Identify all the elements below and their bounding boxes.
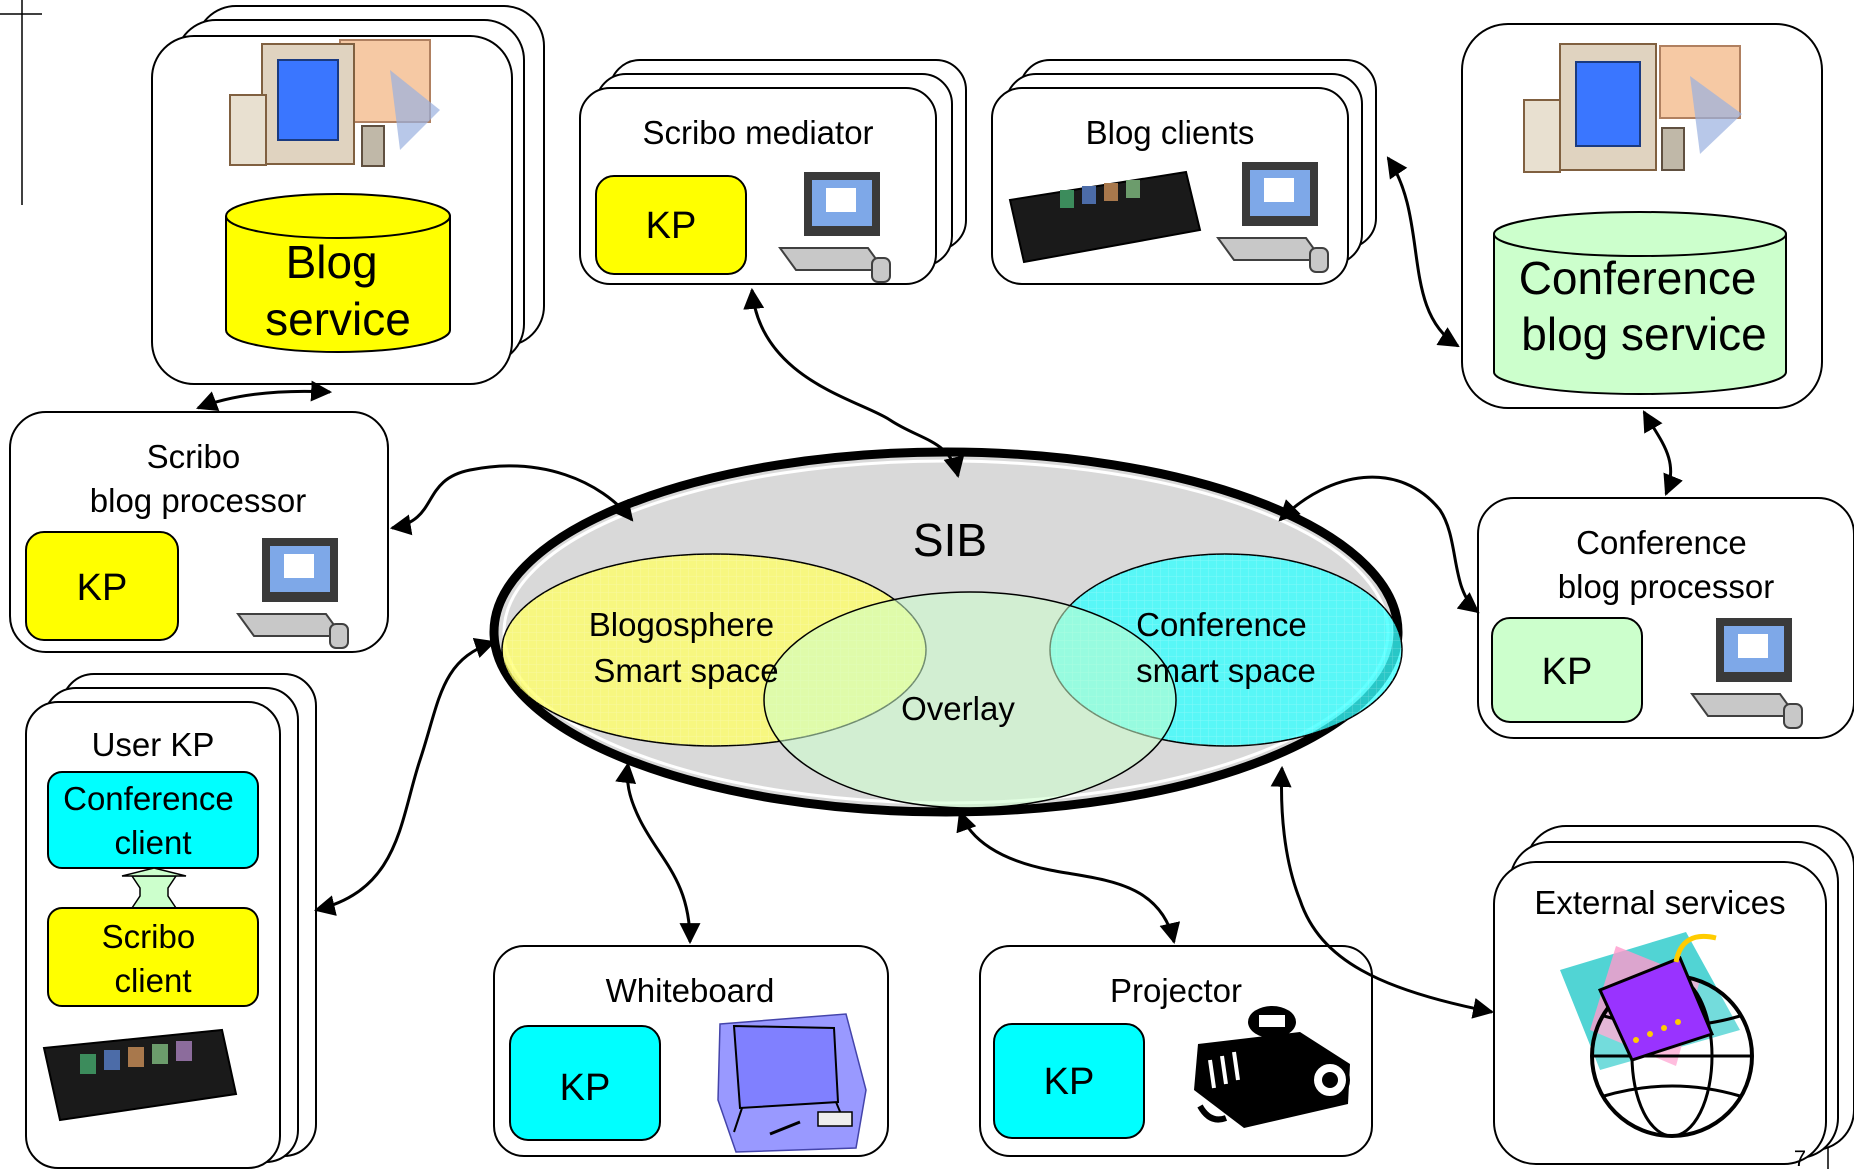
blog-clients-node: Blog clients — [991, 59, 1377, 285]
scribo-mediator-kp-box — [595, 175, 747, 275]
blog-service-node: Blog service — [151, 5, 545, 385]
scribo-blog-processor-kp-box — [25, 531, 179, 641]
conference-client-label: Conference client — [63, 780, 243, 861]
projector-node: Projector KP — [979, 945, 1373, 1157]
whiteboard-node: Whiteboard KP — [493, 945, 889, 1157]
connector-userkp-sib — [313, 638, 496, 916]
blog-service-label: Blog service — [265, 236, 411, 345]
page-number: 7 — [1794, 1146, 1806, 1169]
projector-kp-label: KP — [1044, 1061, 1095, 1103]
overlay-label: Overlay — [901, 690, 1015, 727]
connector-processor-sib — [389, 464, 634, 536]
conference-space-label: Conference smart space — [1136, 606, 1316, 689]
scribo-client-box — [47, 907, 259, 1007]
conference-blog-processor-kp-box — [1491, 617, 1643, 723]
whiteboard-kp-box — [509, 1025, 661, 1141]
scribo-mediator-node: Scribo mediator KP — [579, 59, 967, 285]
sib-title: SIB — [913, 514, 987, 566]
whiteboard-title: Whiteboard — [606, 972, 775, 1009]
conference-blog-service-node: Conference blog service — [1461, 23, 1823, 409]
tablet-device-icon — [42, 1028, 238, 1122]
projector-title: Projector — [1110, 972, 1242, 1009]
conference-blog-processor-kp-label: KP — [1542, 651, 1593, 693]
user-kp-node: User KP Conference client Scribo client — [25, 673, 317, 1169]
connector-confservice-confprocessor — [1642, 410, 1683, 496]
connector-confservice-blogclients — [1386, 156, 1460, 348]
conference-blog-service-database: Conference blog service — [1493, 211, 1787, 395]
overlay-space — [763, 591, 1177, 809]
desktop-computer-icon — [1523, 43, 1742, 173]
scribo-mediator-kp-label: KP — [646, 205, 697, 247]
scribo-blog-processor-kp-label: KP — [77, 567, 128, 609]
globe-network-icon — [1560, 932, 1754, 1138]
workstation-icon — [236, 538, 349, 649]
desktop-computer-icon — [229, 39, 440, 167]
sib-node: SIB Blogosphere Smart space Conference s… — [489, 447, 1403, 817]
scribo-blog-processor-title: Scribo blog processor — [90, 438, 306, 519]
connector-sib-confprocessor — [1278, 475, 1480, 614]
connector-external-sib — [1270, 765, 1495, 1019]
external-services-title: External services — [1534, 884, 1785, 921]
workstation-icon — [1690, 618, 1803, 729]
whiteboard-icon — [717, 1013, 867, 1153]
external-services-node: External services — [1493, 825, 1854, 1165]
connectors — [196, 156, 1683, 1019]
blog-clients-title: Blog clients — [1086, 114, 1255, 151]
workstation-icon — [778, 172, 891, 283]
workstation-icon — [1216, 162, 1329, 273]
scribo-blog-processor-node: Scribo blog processor KP — [9, 411, 389, 653]
projector-icon — [1194, 1006, 1350, 1128]
blogosphere-label: Blogosphere Smart space — [589, 606, 783, 689]
whiteboard-kp-label: KP — [560, 1067, 611, 1109]
connector-blogservice-processor — [196, 380, 333, 412]
blog-service-database: Blog service — [225, 193, 451, 353]
conference-blog-processor-title: Conference blog processor — [1558, 524, 1774, 605]
tablet-device-icon — [1008, 170, 1202, 264]
user-kp-title: User KP — [92, 726, 215, 763]
conference-blog-service-label: Conference blog service — [1519, 252, 1770, 360]
connector-whiteboard-sib — [615, 761, 701, 945]
scribo-mediator-title: Scribo mediator — [642, 114, 873, 151]
conference-blog-processor-node: Conference blog processor KP — [1477, 497, 1854, 739]
connector-projector-sib — [956, 810, 1181, 945]
scribo-client-label: Scribo client — [102, 918, 205, 999]
projector-kp-box — [993, 1023, 1145, 1139]
connector-mediator-sib — [743, 287, 965, 479]
